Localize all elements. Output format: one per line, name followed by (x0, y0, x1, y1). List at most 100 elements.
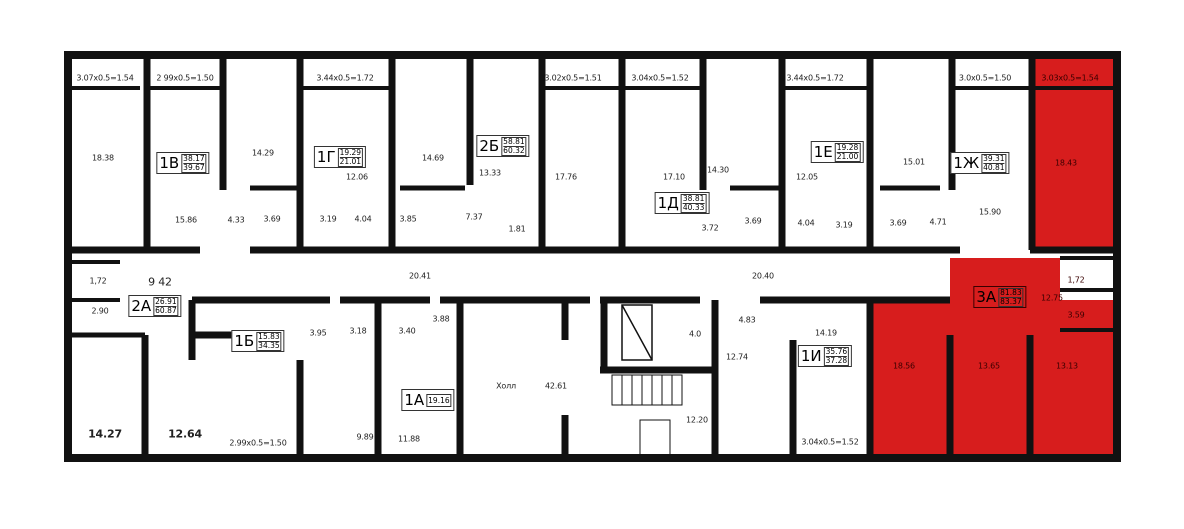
room-area: 3.88 (432, 314, 450, 324)
room-area: 15.01 (903, 157, 925, 167)
room-area: 3.18 (349, 326, 367, 336)
wall-lines (64, 51, 1121, 462)
room-area: 3.19 (319, 214, 337, 224)
room-area: 15.90 (979, 207, 1001, 217)
living-area: 15.83 (258, 331, 280, 341)
room-area: 3.69 (744, 216, 762, 226)
total-area: 83.37 (1000, 296, 1022, 306)
balcony-label: 3.02x0.5=1.51 (544, 73, 602, 83)
room-area: 13.13 (1056, 361, 1078, 371)
unit-code: 1В (159, 154, 180, 172)
room-area: 12.74 (726, 352, 748, 362)
unit-code: 1И (800, 347, 822, 365)
room-area: 3.69 (889, 218, 907, 228)
room-area: 11.88 (398, 434, 420, 444)
room-area: 17.76 (555, 172, 577, 182)
total-area: 40.33 (682, 202, 705, 212)
room-area: 4.04 (797, 218, 815, 228)
staircase (611, 374, 683, 456)
room-area: 3.72 (701, 223, 719, 233)
room-area: 12.05 (796, 172, 818, 182)
living-area: 38.81 (682, 193, 705, 203)
living-area: 81.83 (1000, 287, 1022, 297)
room-area: 3.59 (1067, 310, 1085, 320)
balcony-label: 3.04x0.5=1.52 (801, 437, 859, 447)
corridor-area: 20.41 (409, 271, 431, 281)
total-area: 60.32 (503, 145, 525, 155)
room-area: 4.0 (688, 329, 702, 339)
room-area: 7.37 (465, 212, 483, 222)
balcony-label: 3.44x0.5=1.72 (786, 73, 844, 83)
living-area: 19.29 (339, 147, 362, 157)
balcony-label: 3.04x0.5=1.52 (631, 73, 689, 83)
room-area: 1.81 (508, 224, 526, 234)
room-area: 4.71 (929, 217, 947, 227)
total-area: 21.01 (339, 156, 362, 166)
room-area: 15.86 (175, 215, 197, 225)
hall-label: Холл (496, 381, 516, 391)
balcony-label: 3.07x0.5=1.54 (76, 73, 134, 83)
room-area: 18.38 (92, 153, 114, 163)
room-area: 17.10 (663, 172, 685, 182)
living-area: 39.31 (983, 153, 1005, 163)
balcony-label: 3.0x0.5=1.50 (958, 73, 1012, 83)
living-area: 19.28 (836, 142, 859, 152)
room-area: 18.43 (1055, 158, 1077, 168)
room-area: 14.69 (422, 153, 444, 163)
room-area: 14.19 (815, 328, 837, 338)
staircase-area: 12.20 (686, 415, 708, 425)
total-area: 19.16 (426, 393, 452, 407)
living-area: 35.76 (825, 346, 848, 356)
unit-code: 2Б (479, 137, 500, 155)
total-area: 60.87 (155, 305, 177, 315)
balcony-label: 2 99x0.5=1.50 (156, 73, 214, 83)
balcony-label: 3.03x0.5=1.54 (1041, 73, 1099, 83)
unit-code: 1А (404, 391, 425, 409)
room-area: 3.85 (399, 214, 417, 224)
corridor-area: 20.40 (752, 271, 774, 281)
unit-code: 3А (976, 288, 997, 306)
total-area: 39.67 (183, 162, 205, 172)
room-area: 4.83 (738, 315, 756, 325)
room-area: 3.40 (398, 326, 416, 336)
room-area: 3.19 (835, 220, 853, 230)
unit-code: 2А (131, 297, 152, 315)
room-area: 3.95 (309, 328, 327, 338)
balcony-label: 3.44x0.5=1.72 (316, 73, 374, 83)
room-area: 1,72 (1067, 275, 1085, 285)
room-area: 13.65 (978, 361, 1000, 371)
room-area: 3.69 (263, 214, 281, 224)
room-area: 12.75 (1041, 293, 1063, 303)
room-area: 13.33 (479, 168, 501, 178)
room-area: 9.89 (356, 432, 374, 442)
total-area: 37.28 (825, 355, 848, 365)
room-area: 12.06 (346, 172, 368, 182)
room-area: 18.56 (893, 361, 915, 371)
balcony-label: 2.99x0.5=1.50 (229, 438, 287, 448)
room-area: 1,72 (89, 276, 107, 286)
room-area: 14.29 (252, 148, 274, 158)
unit-code: 1Д (657, 194, 679, 212)
hall-area: 42.61 (545, 381, 567, 391)
unit-code: 1Г (316, 148, 336, 166)
total-area: 40.81 (983, 162, 1005, 172)
room-area: 12.64 (168, 427, 202, 441)
living-area: 38.17 (183, 153, 205, 163)
room-area: 2.90 (91, 306, 109, 316)
living-area: 58.81 (503, 136, 525, 146)
unit-code: 1Б (234, 332, 255, 350)
total-area: 21.00 (836, 151, 859, 161)
